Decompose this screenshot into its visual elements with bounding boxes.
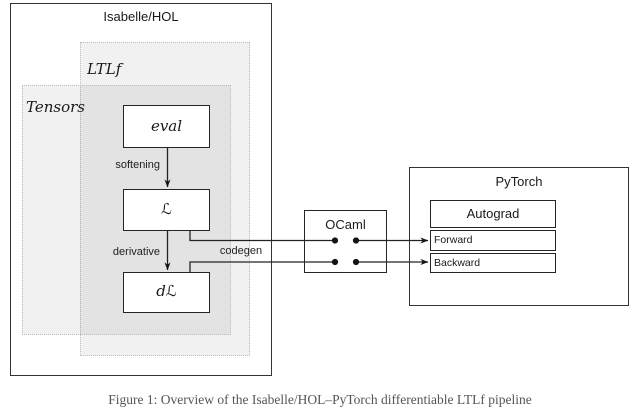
pytorch-title: PyTorch: [495, 174, 543, 189]
codegen-edge-label: codegen: [219, 245, 263, 257]
loss-node: ℒ: [123, 189, 210, 231]
loss-node-label: ℒ: [161, 200, 172, 218]
dloss-node-label: dℒ: [156, 282, 177, 300]
eval-node-label: eval: [150, 117, 183, 135]
derivative-edge-label: derivative: [112, 246, 160, 258]
ocaml-box: OCaml: [304, 210, 387, 273]
softening-edge-label: softening: [115, 159, 160, 171]
ocaml-title: OCaml: [325, 217, 366, 232]
isabelle-hol-title: Isabelle/HOL: [103, 9, 179, 24]
dloss-node: dℒ: [123, 272, 210, 313]
autograd-header-cell: Autograd: [430, 200, 556, 228]
autograd-backward-cell: Backward: [430, 253, 556, 273]
tensors-label: Tensors: [26, 98, 85, 116]
ltlf-label: LTLf: [87, 60, 122, 78]
figure-caption: Figure 1: Overview of the Isabelle/HOL–P…: [108, 392, 532, 407]
autograd-forward-cell: Forward: [430, 230, 556, 251]
eval-node: eval: [123, 105, 210, 148]
